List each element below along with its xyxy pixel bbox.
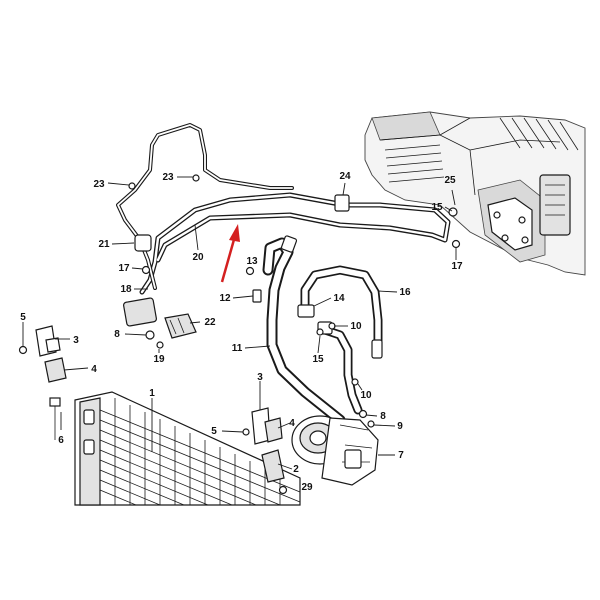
callout-17-left: 17 [118,263,130,274]
callout-13: 13 [246,256,258,267]
callout-8-compressor: 8 [380,411,386,422]
callout-labels: 1 2 3 3 4 4 5 5 6 7 8 8 9 10 10 11 12 13… [20,171,463,493]
callout-5-left: 5 [20,312,26,323]
compressor-bracket [251,407,285,483]
condenser-fins [99,398,301,506]
callout-29: 29 [301,482,313,493]
callout-4-left: 4 [91,364,97,375]
callout-9: 9 [397,421,403,432]
callout-6: 6 [58,435,64,446]
compressor [291,415,379,486]
callout-16: 16 [399,287,411,298]
callout-24: 24 [339,171,351,182]
bracket-left [18,325,67,440]
leader-lines [22,176,457,470]
callout-2: 2 [293,464,299,475]
callout-12: 12 [219,293,231,304]
callout-14: 14 [333,293,345,304]
callout-10-upper: 10 [350,321,362,332]
callout-23-left: 23 [93,179,105,190]
callout-5-compressor: 5 [211,426,217,437]
callout-7: 7 [398,450,404,461]
direction-arrow [220,224,240,283]
callout-21: 21 [98,239,110,250]
callout-17-right: 17 [451,261,463,272]
pipes [116,123,451,426]
callout-11: 11 [232,343,243,354]
condenser [74,391,301,506]
callout-4-compressor: 4 [289,418,295,429]
callout-18: 18 [120,284,132,295]
callout-23-right: 23 [162,172,174,183]
callout-3-compressor: 3 [257,372,263,383]
callout-10-lower: 10 [360,390,372,401]
callout-3-left: 3 [73,335,79,346]
callout-25: 25 [444,175,456,186]
callout-15-lower: 15 [312,354,324,365]
callout-19: 19 [153,354,165,365]
fittings [123,174,461,495]
callout-22: 22 [204,317,216,328]
housing-ribs [384,117,579,183]
hvac-housing [364,111,586,276]
callout-15-upper: 15 [431,202,443,213]
callout-20: 20 [192,252,204,263]
callout-8-left: 8 [114,329,120,340]
callout-1: 1 [149,388,155,399]
